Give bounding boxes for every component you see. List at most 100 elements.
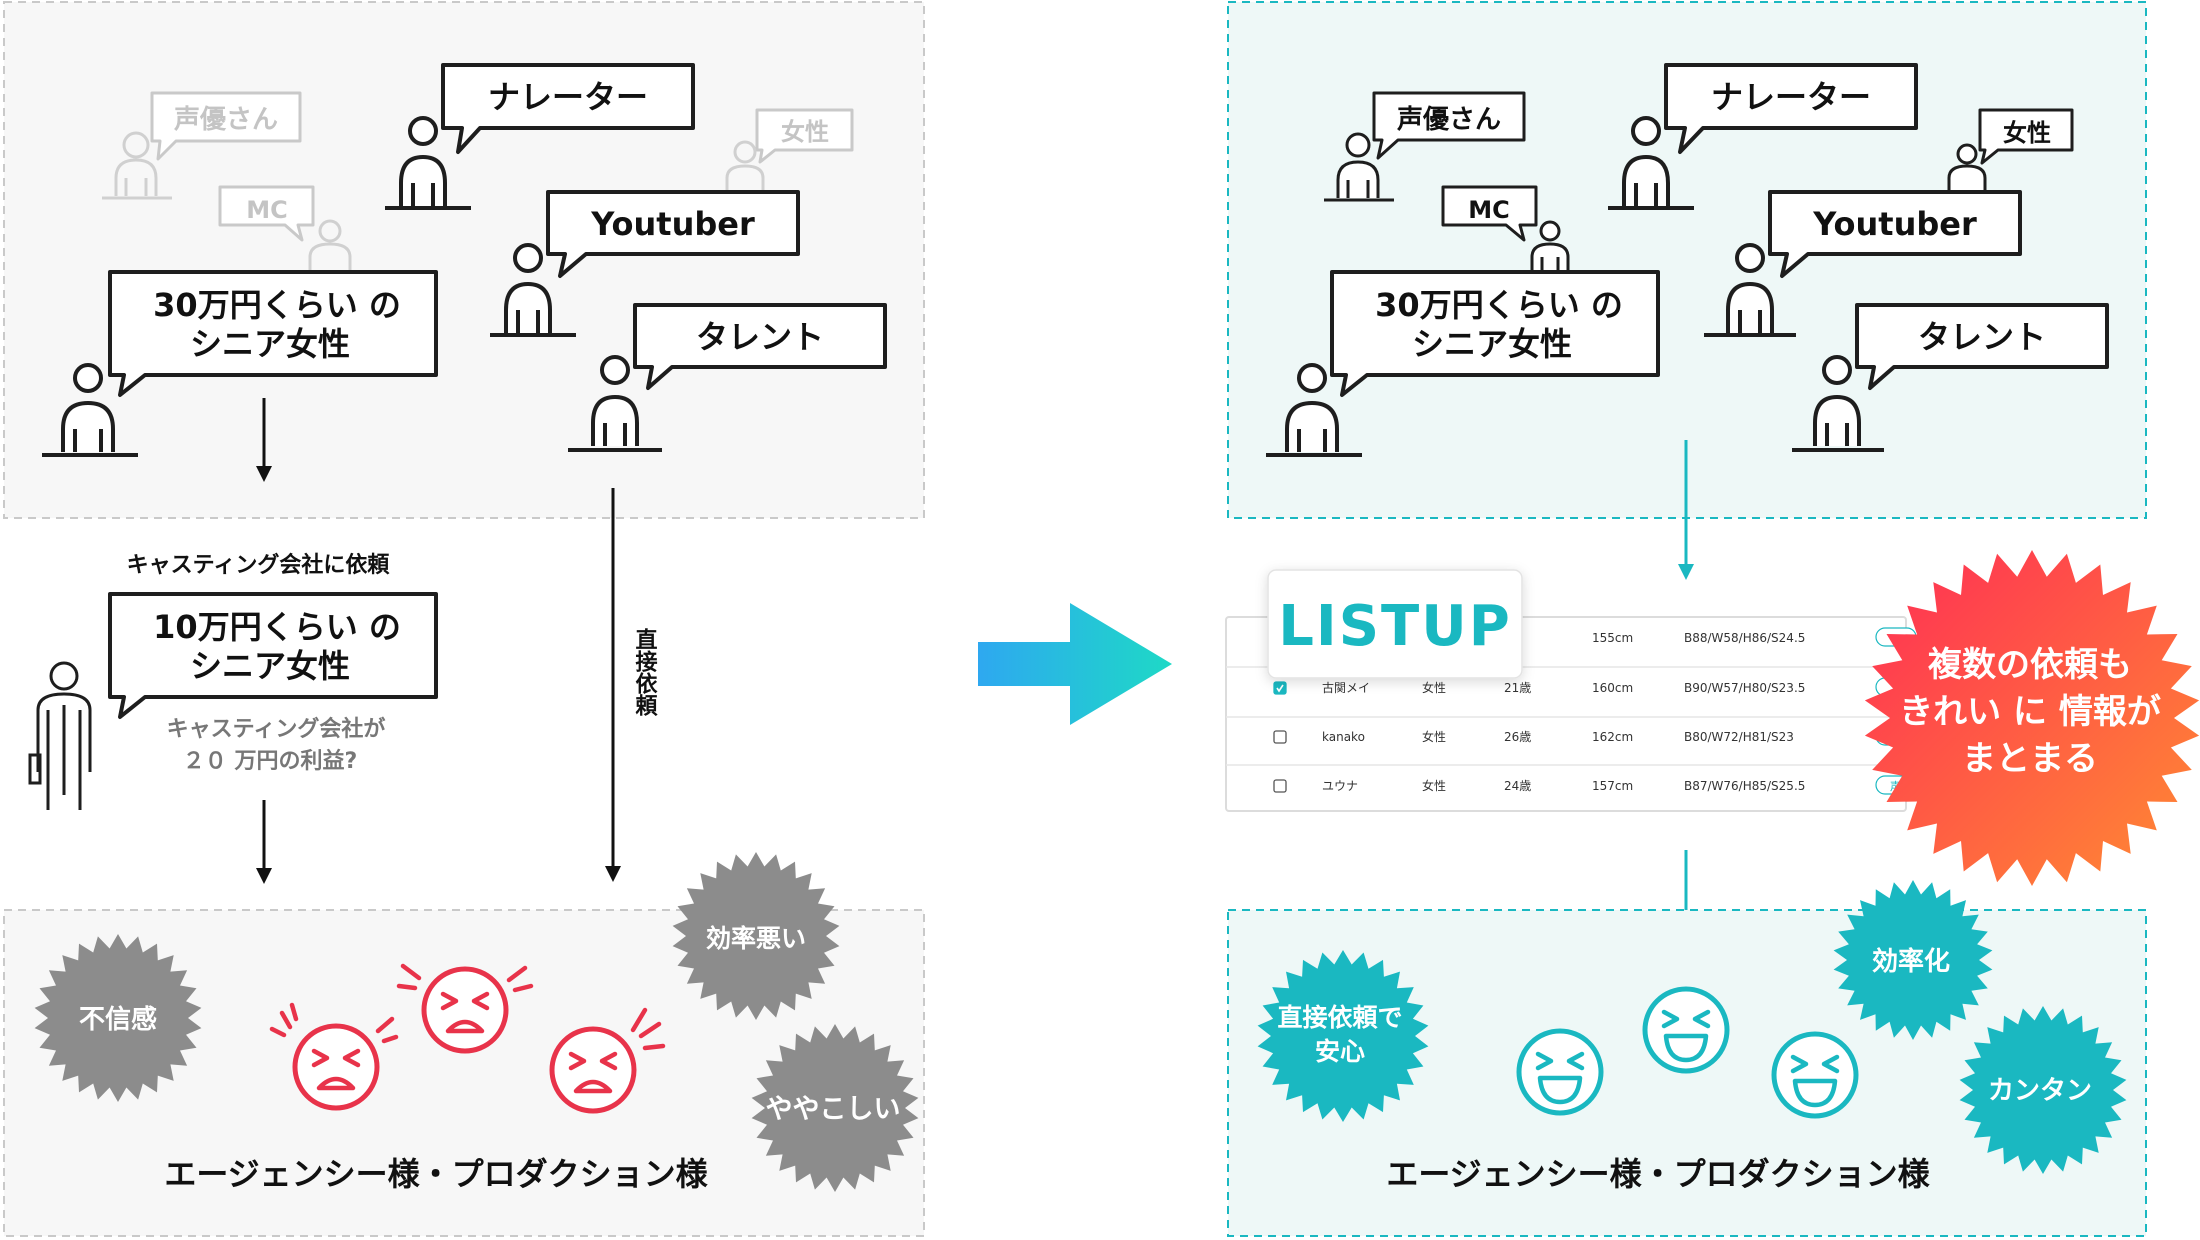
bubble-request-line1: 30万円くらい の [153, 286, 401, 324]
after-person-voice-actor [1324, 132, 1394, 202]
after-bubble-mc: MC [1441, 185, 1538, 242]
after-bubble-female: 女性 [1978, 108, 2074, 165]
arrow-to-casting [256, 398, 272, 482]
happy-face-center [1642, 986, 1730, 1074]
after-person-female [1947, 143, 1987, 190]
after-bubble-request: 30万円くらい の シニア女性 [1330, 270, 1660, 397]
listup-logo: LISTUP [1278, 594, 1512, 659]
faded-person-voice-actor [102, 131, 172, 200]
after-person-narrator [1608, 116, 1694, 210]
cell-age: 26歳 [1504, 730, 1531, 744]
listup-logo-card [1267, 569, 1523, 679]
cell-gender: 女性 [1422, 778, 1446, 793]
burst-simple [1959, 1006, 2127, 1174]
cell-name: kanako [1322, 730, 1365, 744]
angry-face-left [269, 1002, 399, 1111]
after-bubble-youtuber-text: Youtuber [1812, 205, 1977, 243]
person-requester [42, 363, 138, 457]
check-icon [1276, 684, 1284, 693]
cell-gender: 女性 [1422, 680, 1446, 695]
after-bubble-narrator: ナレーター [1664, 63, 1918, 154]
bubble-talent-text: タレント [696, 318, 824, 356]
arrow-direct-request [605, 488, 621, 882]
bubble-casting-line1: 10万円くらい の [153, 608, 401, 646]
burst-simple-text: カンタン [1988, 1076, 2092, 1106]
direct-request-label: 直接依頼 [632, 627, 658, 717]
cell-size: B80/W72/H81/S23 [1684, 730, 1794, 744]
happy-face-left [1516, 1028, 1604, 1116]
cell-age: 24歳 [1504, 779, 1531, 793]
profit-line1: キャスティング会社が [167, 716, 386, 742]
arrow-to-agency [256, 800, 272, 884]
bubble-casting-line2: シニア女性 [190, 647, 350, 685]
teal-arrow-to-listup [1678, 440, 1694, 580]
after-bubble-request-line2: シニア女性 [1412, 325, 1572, 363]
cell-age: 21歳 [1504, 681, 1531, 695]
transition-arrow [978, 603, 1172, 725]
after-bubble-voice-actor-text: 声優さん [1397, 105, 1501, 135]
bubble-request-line2: シニア女性 [190, 325, 350, 363]
faded-bubble-mc-text: MC [246, 196, 288, 224]
profit-line2: ２０ 万円の利益? [183, 748, 357, 774]
bubble-narrator-text: ナレーター [488, 78, 648, 116]
burst-inefficient-text: 効率悪い [706, 924, 806, 953]
bubble-talent: タレント [633, 303, 887, 390]
after-footer: エージェンシー様・プロダクション様 [1386, 1155, 1930, 1193]
person-youtuber [490, 243, 576, 337]
casting-agent-figure [28, 661, 92, 810]
highlight-burst-line2: きれい に 情報が [1899, 692, 2161, 732]
bubble-request: 30万円くらい の シニア女性 [108, 270, 438, 397]
burst-direct-safe-line1: 直接依頼で [1277, 1003, 1402, 1032]
faded-person-female [725, 140, 765, 190]
cell-size: B88/W58/H86/S24.5 [1684, 631, 1805, 645]
burst-efficiency-text: 効率化 [1872, 946, 1950, 977]
cell-size: B90/W57/H80/S23.5 [1684, 681, 1805, 695]
bubble-youtuber-text: Youtuber [590, 205, 755, 243]
row-checkbox[interactable] [1273, 779, 1287, 793]
burst-complicated-text: ややこしい [766, 1094, 901, 1125]
cell-height: 160cm [1592, 681, 1633, 695]
faded-bubble-female: 女性 [755, 108, 854, 164]
faded-bubble-mc: MC [218, 185, 315, 242]
casting-label: キャスティング会社に依頼 [127, 552, 391, 578]
after-person-mc [1530, 220, 1570, 270]
bubble-narrator: ナレーター [441, 63, 695, 154]
angry-face-center [396, 963, 534, 1054]
cell-height: 155cm [1592, 631, 1633, 645]
row-checkbox[interactable] [1273, 681, 1287, 695]
bubble-casting: 10万円くらい の シニア女性 [108, 592, 438, 719]
after-bubble-female-text: 女性 [2003, 119, 2051, 147]
after-bubble-talent: タレント [1855, 303, 2109, 390]
after-bubble-mc-text: MC [1468, 196, 1510, 224]
burst-distrust [34, 934, 202, 1102]
bubble-youtuber: Youtuber [546, 190, 800, 278]
after-bubble-youtuber: Youtuber [1768, 190, 2022, 278]
after-person-youtuber [1704, 243, 1796, 337]
row-checkbox[interactable] [1273, 730, 1287, 744]
cell-name: 古関メイ [1322, 680, 1370, 695]
after-person-talent [1792, 355, 1884, 452]
faded-bubble-voice-actor: 声優さん [150, 91, 302, 161]
cell-gender: 女性 [1422, 729, 1446, 744]
cell-height: 162cm [1592, 730, 1633, 744]
faded-bubble-female-text: 女性 [781, 118, 829, 146]
highlight-burst-line3: まとまる [1962, 739, 2098, 779]
burst-efficiency [1833, 880, 1993, 1040]
person-talent [568, 355, 662, 452]
after-bubble-request-line1: 30万円くらい の [1375, 286, 1623, 324]
burst-direct-safe [1257, 950, 1429, 1122]
after-person-requester [1266, 363, 1362, 457]
highlight-burst-line1: 複数の依頼も [1928, 645, 2132, 685]
after-bubble-narrator-text: ナレーター [1711, 78, 1871, 116]
burst-direct-safe-line2: 安心 [1315, 1037, 1365, 1066]
faded-person-mc [308, 219, 352, 272]
person-narrator [385, 116, 471, 210]
after-bubble-voice-actor: 声優さん [1372, 91, 1526, 160]
before-footer: エージェンシー様・プロダクション様 [164, 1155, 708, 1193]
burst-distrust-text: 不信感 [79, 1005, 157, 1035]
cell-height: 157cm [1592, 779, 1633, 793]
table-row: 古関メイ 女性 21歳 160cm B90/W57/H80/S23.5 [1273, 677, 1917, 697]
angry-face-right [549, 1007, 666, 1114]
